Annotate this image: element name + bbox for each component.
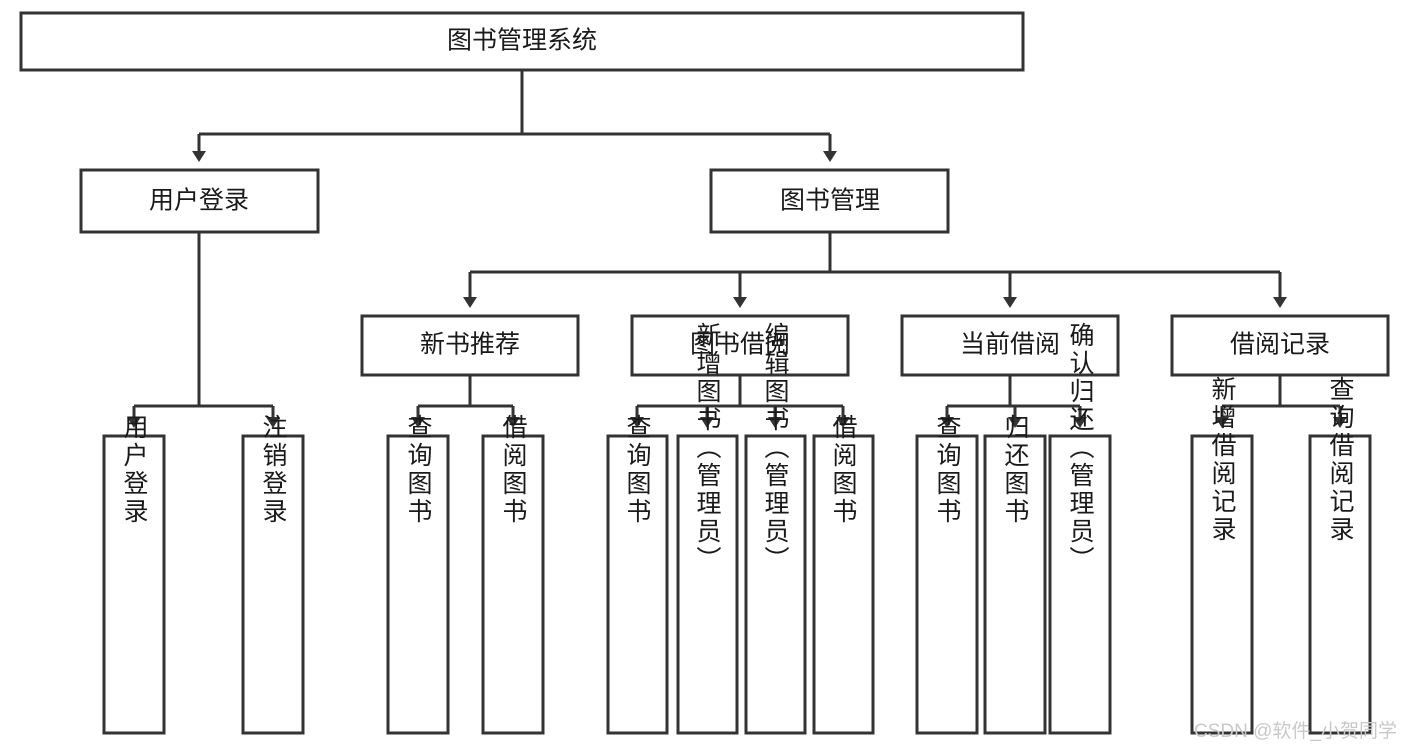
leaf-borrow-record-0[interactable]: 新增借阅记录	[1190, 376, 1254, 735]
leaf-borrow-record-1[interactable]: 查询借阅记录	[1308, 376, 1372, 735]
leaf-borrow-record-0-label: 新增借阅记录	[1208, 376, 1237, 544]
leaf-book-borrow-3-label: 借阅图书	[829, 414, 858, 526]
connector-book-manage-to-level3	[463, 232, 1287, 308]
leaf-book-borrow-1-label: 新增图书（管理员）	[693, 322, 722, 574]
leaf-new-book-0-label: 查询图书	[404, 414, 433, 526]
leaf-book-borrow-1[interactable]: 新增图书（管理员）	[676, 322, 739, 735]
leaf-book-borrow-0[interactable]: 查询图书	[606, 414, 669, 735]
node-user-login[interactable]: 用户登录	[79, 168, 320, 234]
leaf-user-login-1[interactable]: 注销登录	[241, 414, 305, 735]
node-new-book-recommend-label: 新书推荐	[420, 331, 520, 359]
leaf-book-borrow-2[interactable]: 编辑图书（管理员）	[744, 322, 807, 735]
leaf-current-borrow-0-label: 查询图书	[933, 414, 962, 526]
leaf-current-borrow-1-label: 归还图书	[1001, 414, 1030, 526]
leaf-user-login-1-label: 注销登录	[259, 414, 288, 526]
node-book-management-label: 图书管理	[780, 187, 880, 215]
node-book-borrow[interactable]: 图书借阅	[630, 314, 850, 377]
node-root-system[interactable]: 图书管理系统	[19, 11, 1025, 72]
leaf-current-borrow-2[interactable]: 确认归还（管理员）	[1048, 322, 1112, 735]
leaf-current-borrow-2-label: 确认归还（管理员）	[1066, 322, 1095, 574]
connector-book-borrow-to-leaves	[630, 375, 850, 428]
node-borrow-record[interactable]: 借阅记录	[1170, 314, 1390, 377]
node-borrow-record-label: 借阅记录	[1230, 331, 1330, 359]
leaf-new-book-1[interactable]: 借阅图书	[481, 414, 545, 735]
node-new-book-recommend[interactable]: 新书推荐	[360, 314, 580, 377]
connector-current-borrow-to-leaves	[940, 375, 1087, 428]
leaf-current-borrow-0[interactable]: 查询图书	[915, 414, 979, 735]
leaf-new-book-0[interactable]: 查询图书	[386, 414, 450, 735]
connector-user-login-to-leaves	[127, 232, 280, 428]
leaf-new-book-1-label: 借阅图书	[499, 414, 528, 526]
leaf-book-borrow-2-label: 编辑图书（管理员）	[761, 322, 790, 574]
node-current-borrow[interactable]: 当前借阅	[900, 314, 1120, 377]
leaf-book-borrow-3[interactable]: 借阅图书	[812, 414, 875, 735]
node-book-management[interactable]: 图书管理	[709, 168, 950, 234]
leaf-book-borrow-0-label: 查询图书	[623, 414, 652, 526]
connector-root-to-level2	[192, 70, 837, 162]
node-current-borrow-label: 当前借阅	[960, 331, 1060, 359]
connector-new-book-to-leaves	[411, 375, 520, 428]
connector-borrow-record-to-leaves	[1215, 375, 1347, 428]
leaf-user-login-0[interactable]: 用户登录	[102, 414, 166, 735]
node-root-label: 图书管理系统	[447, 27, 597, 55]
leaf-borrow-record-1-label: 查询借阅记录	[1326, 376, 1355, 544]
node-book-borrow-label: 图书借阅	[690, 331, 790, 359]
leaf-user-login-0-label: 用户登录	[120, 414, 149, 526]
leaf-current-borrow-1[interactable]: 归还图书	[983, 414, 1047, 735]
node-user-login-label: 用户登录	[149, 187, 249, 215]
